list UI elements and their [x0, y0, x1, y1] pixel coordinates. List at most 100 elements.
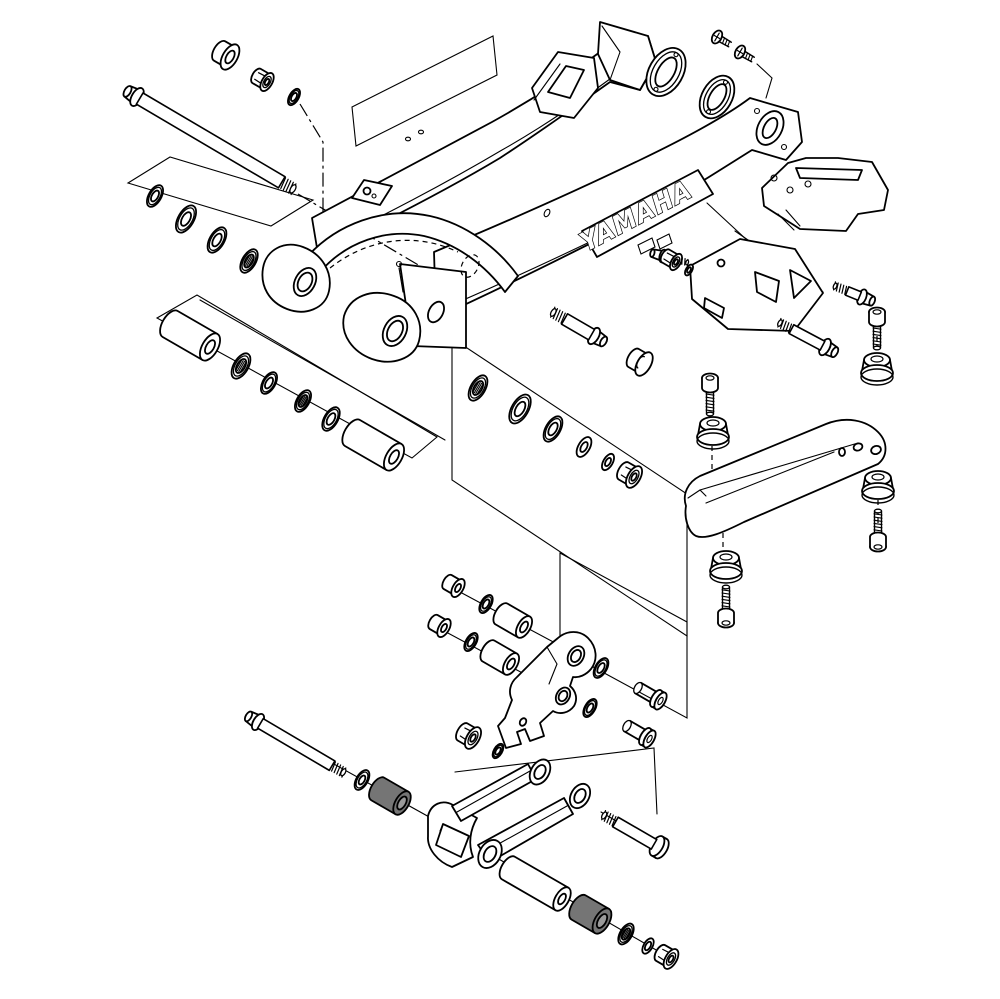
plane-left-bearings [126, 156, 315, 227]
guide-block-screw-1 [770, 174, 778, 182]
relay-arm-clevis-hole [518, 717, 528, 727]
mold-mark-a [637, 237, 656, 255]
guide-block-fork [777, 209, 801, 231]
link-collar-1 [492, 602, 533, 639]
pivot-lug-right-bore [381, 315, 409, 347]
slider-bar [683, 418, 887, 538]
leader-screws [756, 63, 773, 99]
yamaha-logo-plate [581, 169, 714, 258]
leader-shaft-top [299, 103, 324, 238]
link-rod-upper-eye-bore [533, 764, 547, 780]
link-flange-collar-2 [427, 613, 452, 638]
relay-arm-eye-upper-bore [570, 649, 582, 663]
axle-plate-screw-b [780, 143, 788, 151]
bracket-tab-hole-a [362, 186, 372, 196]
brace-plate-hole [427, 300, 445, 324]
leader-bracket [706, 202, 749, 242]
plane-link-rod [454, 747, 658, 815]
pivot-shaft-nut [250, 67, 275, 92]
pivot-bush [321, 406, 341, 432]
rear-link-bearing [617, 922, 635, 946]
link-rod-assembly [427, 758, 592, 869]
swingarm-right-beam [433, 97, 803, 319]
axle-plate-screw-a [753, 107, 761, 115]
bracket-cutout-1 [754, 271, 780, 303]
guide-block-slot [795, 167, 863, 181]
front-link-bearing [353, 769, 371, 791]
grease-pin-leader [398, 267, 404, 293]
mold-mark-b [656, 233, 673, 250]
center-flange-nut [616, 461, 643, 489]
center-washer-2 [601, 452, 615, 472]
hidden-bore-circle [460, 254, 480, 278]
guide-block-screw-3 [804, 180, 812, 188]
pivot-seal-1 [260, 371, 278, 395]
link-flange-collar-1 [441, 573, 466, 598]
guide-damper-3 [861, 470, 895, 504]
rear-link-washer [641, 937, 655, 955]
axle-plate-hole [755, 110, 785, 146]
link-rod-upper-line [456, 770, 531, 813]
rear-link-bushing [568, 893, 613, 935]
guide-bolt-1 [868, 306, 886, 351]
guide-bolt-2 [701, 372, 719, 417]
plane-relay-arm [559, 552, 688, 719]
pivot-shaft-cap [211, 39, 241, 71]
seal-guard-plate-left [645, 47, 687, 97]
guide-damper-1 [860, 352, 894, 386]
guide-damper-4 [709, 550, 743, 584]
guide-bolt-3 [869, 508, 887, 553]
chain-slider-slot [547, 65, 585, 99]
seal-guard-plate-right [698, 74, 736, 120]
chain-guide-block [761, 157, 889, 232]
pivot-lug-right-bore-inner [386, 319, 404, 343]
pivot-lug-left-bore-inner [296, 271, 314, 293]
slider-hole-3 [870, 444, 882, 456]
link-collar-2 [479, 639, 520, 676]
chain-guard-bracket [689, 238, 824, 332]
relay-arm-eye-lower-bore [557, 689, 569, 703]
rubber-end-cap [625, 347, 654, 377]
center-seal-ring [542, 415, 564, 443]
guard-screw-1 [710, 29, 732, 48]
axle-plate-slot [761, 116, 779, 140]
pivot-bearing-2 [294, 389, 312, 413]
guide-damper-2 [696, 416, 730, 450]
chain-slider-block [531, 51, 599, 119]
link-bearing-1 [478, 594, 494, 614]
link-rod-lower-eye-bore [573, 788, 587, 804]
bracket-slot [703, 297, 725, 319]
pivot-shaft-washer [287, 87, 301, 107]
link-block-window [435, 823, 470, 858]
relay-seal-2 [582, 698, 598, 718]
section-plane-top [351, 35, 498, 147]
center-oil-seal [508, 393, 532, 425]
center-washer-1 [575, 436, 593, 458]
guard-bolt-upper [832, 281, 877, 307]
chain-slider-edge [533, 63, 561, 101]
swingarm-rear-left-slot [601, 25, 621, 81]
beam-bracket-tab [351, 179, 393, 206]
guard-nut [659, 248, 683, 272]
lower-flange-bolt [549, 306, 609, 348]
rear-link-bolt [600, 809, 670, 860]
pivot-washer [146, 184, 164, 208]
pivot-collar-left [159, 309, 221, 362]
bracket-hole [716, 258, 726, 268]
relay-seal-1 [592, 657, 610, 679]
link-block-eye-bore [482, 845, 498, 863]
guard-bolt-lower [777, 317, 840, 359]
relay-pin-1 [633, 681, 668, 711]
slider-hook [687, 489, 707, 499]
rear-link-spacer [498, 855, 572, 912]
relay-pin-2 [622, 719, 657, 749]
pivot-needle-bearing [239, 248, 259, 274]
pivot-oil-seal [175, 204, 197, 234]
hardware-parts [122, 29, 895, 970]
link-block-window-edge [439, 823, 444, 832]
plane-pivot-collars [155, 294, 438, 459]
cross-member-hidden-line [329, 239, 459, 269]
relay-arm [497, 631, 597, 749]
grease-pin [395, 260, 403, 268]
